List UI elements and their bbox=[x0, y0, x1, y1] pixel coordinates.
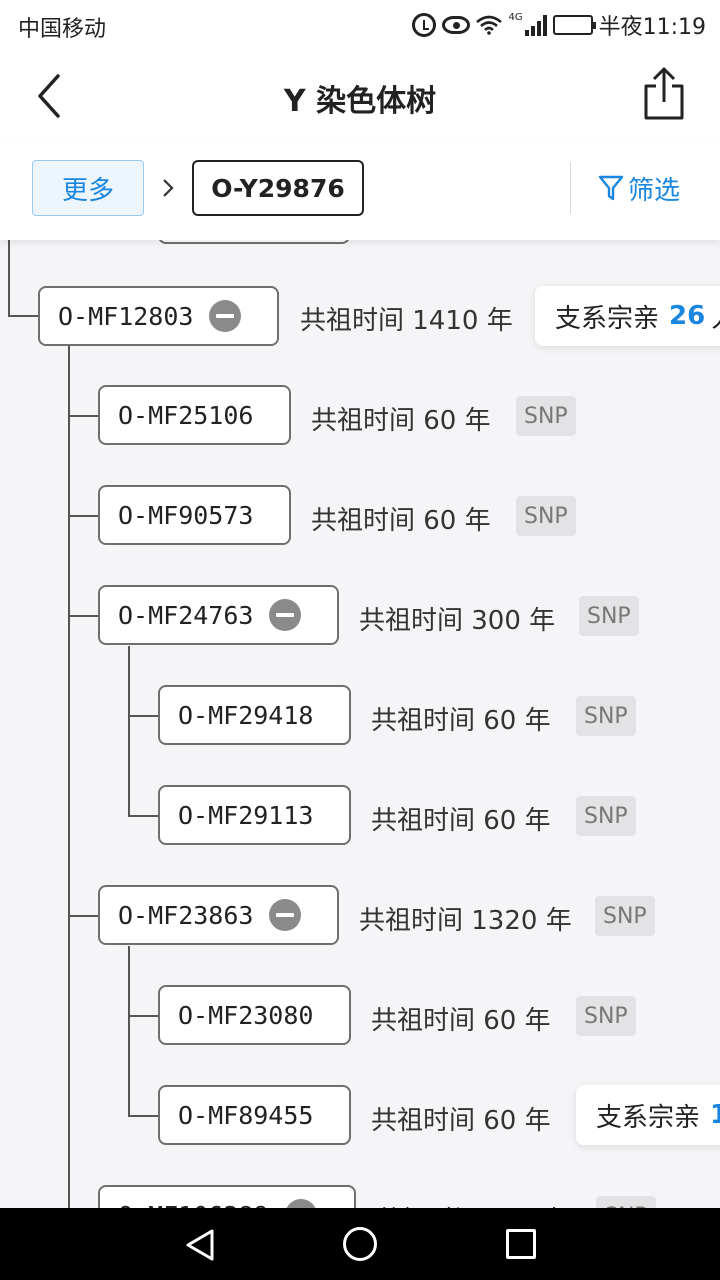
signal-icon bbox=[524, 14, 547, 36]
snp-tag: SNP bbox=[576, 696, 636, 736]
tree-node[interactable]: O-MF90573 bbox=[98, 485, 291, 545]
nav-home-icon[interactable] bbox=[343, 1227, 377, 1261]
tree-node[interactable]: O-MF29418 bbox=[158, 685, 351, 745]
tree-connector bbox=[128, 715, 160, 717]
share-icon[interactable] bbox=[642, 66, 686, 122]
snp-tag: SNP bbox=[576, 996, 636, 1036]
system-navigation-bar bbox=[0, 1208, 720, 1280]
snp-tag: SNP bbox=[516, 396, 576, 436]
node-id: O-MF23863 bbox=[118, 900, 254, 930]
relatives-badge[interactable]: 支系宗亲 26 人 bbox=[535, 286, 720, 346]
tree-node[interactable]: O-MF29113 bbox=[158, 785, 351, 845]
tree-connector bbox=[68, 515, 100, 517]
common-ancestor-time: 共祖时间 180 年 bbox=[376, 1200, 572, 1208]
wifi-icon bbox=[476, 15, 503, 35]
node-id: O-MF90573 bbox=[118, 500, 254, 530]
relatives-unit: 人 bbox=[711, 298, 720, 335]
nav-recent-apps-icon[interactable] bbox=[506, 1229, 536, 1259]
common-ancestor-time: 共祖时间 60 年 bbox=[371, 706, 551, 736]
tree-connector bbox=[128, 946, 130, 1117]
battery-icon bbox=[552, 15, 596, 35]
node-id: O-MF29113 bbox=[178, 800, 314, 830]
relatives-label: 支系宗亲 bbox=[555, 303, 660, 334]
tree-connector bbox=[128, 646, 130, 817]
current-haplogroup-crumb[interactable]: O-Y29876 bbox=[192, 160, 364, 216]
common-ancestor-time: 共祖时间 1410 年 bbox=[300, 306, 513, 336]
tree-connector bbox=[128, 1115, 160, 1117]
title-bar: Y 染色体树 bbox=[0, 50, 720, 142]
collapse-icon[interactable] bbox=[209, 300, 242, 332]
relatives-count: 1 bbox=[710, 1100, 720, 1130]
page-title: Y 染色体树 bbox=[283, 84, 437, 119]
common-ancestor-time: 共祖时间 60 年 bbox=[371, 1106, 551, 1136]
back-arrow-icon[interactable] bbox=[30, 72, 74, 120]
common-ancestor-time: 共祖时间 60 年 bbox=[311, 406, 491, 436]
tree-node[interactable]: O-MF12803 bbox=[38, 286, 279, 346]
nav-back-icon[interactable] bbox=[184, 1228, 216, 1262]
collapse-icon[interactable] bbox=[284, 1199, 317, 1208]
breadcrumb-bar: 更多 O-Y29876 筛选 bbox=[0, 142, 720, 240]
filter-icon bbox=[598, 175, 624, 201]
node-id: O-MF106289 bbox=[118, 1201, 269, 1209]
tree-node[interactable]: O-MF23863 bbox=[98, 885, 339, 945]
tree-connector bbox=[128, 1015, 160, 1017]
tree-node[interactable]: O-MF25106 bbox=[98, 385, 291, 445]
common-ancestor-time: 共祖时间 300 年 bbox=[359, 606, 556, 636]
status-bar: 中国移动 4G 半夜11:19 bbox=[0, 0, 720, 50]
common-ancestor-time: 共祖时间 60 年 bbox=[371, 806, 551, 836]
clock: 半夜11:19 bbox=[598, 15, 706, 40]
common-ancestor-time: 共祖时间 60 年 bbox=[311, 506, 491, 536]
divider bbox=[570, 162, 571, 214]
tree-connector bbox=[68, 915, 100, 917]
relatives-badge[interactable]: 支系宗亲 1 bbox=[576, 1085, 720, 1145]
relatives-label: 支系宗亲 bbox=[596, 1102, 701, 1133]
tree-node-partial[interactable] bbox=[158, 240, 350, 244]
tree-node[interactable]: O-MF24763 bbox=[98, 585, 339, 645]
filter-button[interactable]: 筛选 bbox=[598, 166, 680, 210]
eye-icon bbox=[442, 16, 471, 34]
tree-connector bbox=[68, 615, 100, 617]
tree-connector bbox=[128, 815, 160, 817]
collapse-icon[interactable] bbox=[269, 899, 302, 931]
node-id: O-MF29418 bbox=[178, 700, 314, 730]
haplogroup-tree: O-MF12803 共祖时间 1410 年 支系宗亲 26 人 O-MF2510… bbox=[0, 240, 720, 1208]
tree-node[interactable]: O-MF23080 bbox=[158, 985, 351, 1045]
snp-tag: SNP bbox=[579, 596, 639, 636]
tree-connector bbox=[68, 346, 70, 1208]
node-id: O-MF89455 bbox=[178, 1100, 314, 1130]
relatives-count: 26 bbox=[669, 301, 706, 331]
more-button[interactable]: 更多 bbox=[32, 160, 144, 216]
node-id: O-MF23080 bbox=[178, 1000, 314, 1030]
status-icons: 4G 半夜11:19 bbox=[412, 9, 706, 41]
snp-tag: SNP bbox=[596, 1196, 656, 1208]
common-ancestor-time: 共祖时间 60 年 bbox=[371, 1006, 551, 1036]
filter-label: 筛选 bbox=[628, 175, 681, 206]
tree-connector bbox=[8, 240, 10, 317]
tree-connector bbox=[68, 415, 100, 417]
snp-tag: SNP bbox=[595, 896, 655, 936]
alarm-icon bbox=[412, 13, 437, 37]
collapse-icon[interactable] bbox=[269, 599, 302, 631]
tree-node[interactable]: O-MF106289 bbox=[98, 1185, 356, 1208]
chevron-right-icon bbox=[163, 179, 174, 197]
network-type: 4G bbox=[508, 11, 523, 23]
snp-tag: SNP bbox=[516, 496, 576, 536]
node-id: O-MF12803 bbox=[58, 301, 194, 331]
carrier-name: 中国移动 bbox=[18, 17, 107, 42]
tree-connector bbox=[8, 315, 40, 317]
node-id: O-MF25106 bbox=[118, 400, 254, 430]
snp-tag: SNP bbox=[576, 796, 636, 836]
tree-node[interactable]: O-MF89455 bbox=[158, 1085, 351, 1145]
node-id: O-MF24763 bbox=[118, 600, 254, 630]
common-ancestor-time: 共祖时间 1320 年 bbox=[359, 906, 572, 936]
